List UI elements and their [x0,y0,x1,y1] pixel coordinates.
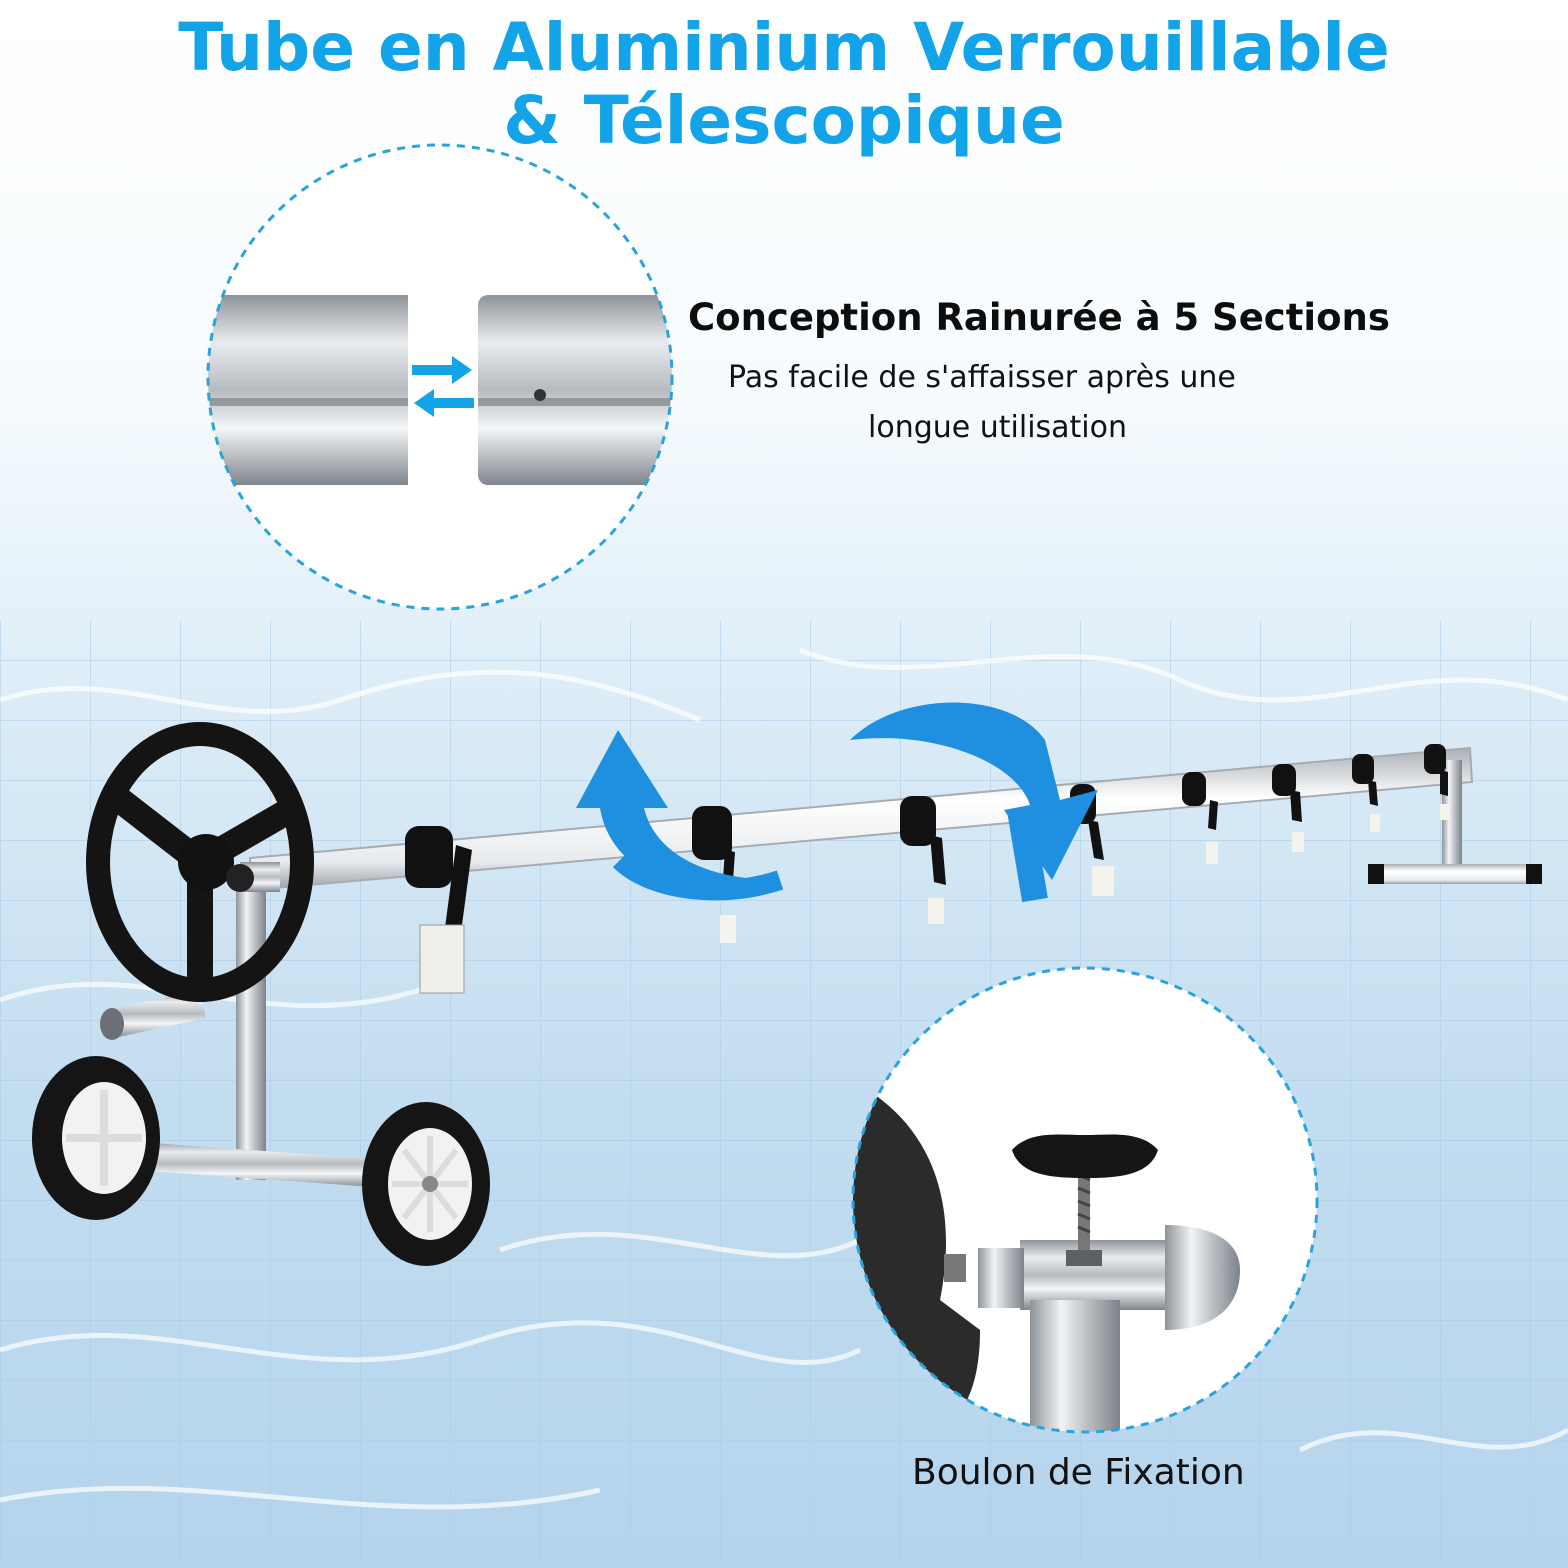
tube-section-right [478,295,672,485]
cart-vertical-post [236,880,266,1180]
cover-straps [405,744,1450,994]
wheel-icon [32,1056,490,1266]
knob-bolt-icon [1012,1134,1158,1266]
right-stand-base [1368,864,1542,884]
feature-description-line-2: longue utilisation [868,410,1128,445]
rotate-down-arrow-icon [850,702,1098,903]
swap-arrows-icon [412,356,474,417]
feature-description-line-1: Pas facile de s'affaisser après une [728,360,1236,395]
bolt-label: Boulon de Fixation [912,1452,1245,1493]
headline-line-1: Tube en Aluminium Verrouillable [178,9,1390,86]
pool-cover-roller [32,702,1542,1266]
headline-line-2: & Télescopique [503,82,1065,159]
tube-lock-hole [534,389,546,401]
crank-handle [108,990,206,1038]
feature-title: Conception Rainurée à 5 Sections [688,296,1390,339]
cart-axle [108,1140,390,1188]
tube-section-left [208,295,408,485]
rotate-up-arrow-icon [576,730,784,901]
tube-detail-circle [206,143,674,611]
steering-wheel-icon [86,722,314,1002]
